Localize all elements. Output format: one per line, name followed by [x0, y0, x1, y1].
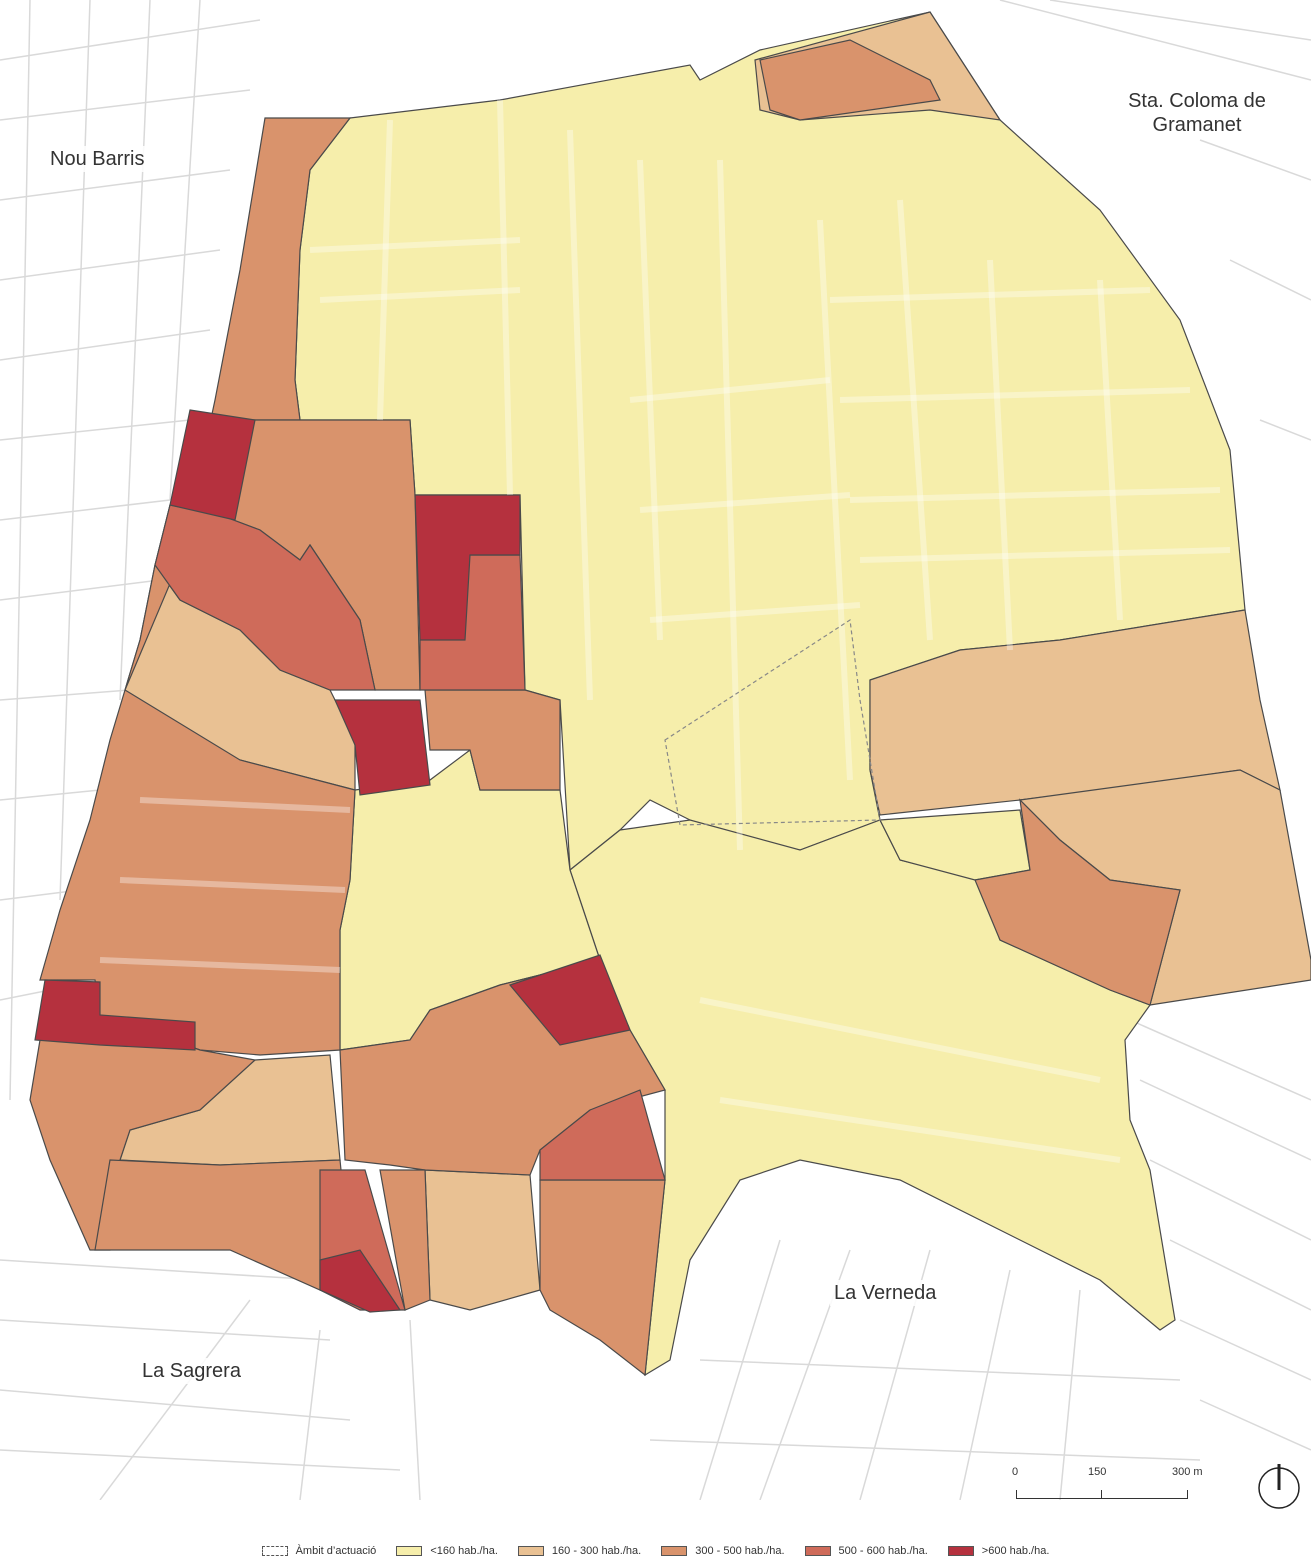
legend-item: Àmbit d’actuació: [261, 1545, 377, 1557]
legend-item: 300 - 500 hab./ha.: [661, 1545, 785, 1557]
street-network: [0, 0, 1311, 1500]
legend-label: 160 - 300 hab./ha.: [551, 1545, 642, 1557]
zone-500-west: [154, 504, 376, 691]
density-map: [0, 0, 1311, 1500]
scale-label-0: 0: [1012, 1466, 1019, 1478]
zone-300-mid: [424, 689, 561, 791]
block-outlines: [99, 99, 1231, 1163]
place-label-sta-coloma: Sta. Coloma de Gramanet: [1108, 88, 1286, 138]
legend-label: 300 - 500 hab./ha.: [695, 1545, 785, 1557]
scale-label-300: 300 m: [1172, 1466, 1203, 1478]
legend-label: >600 hab./ha.: [981, 1545, 1050, 1557]
legend-item: <160 hab./ha.: [396, 1545, 498, 1557]
zone-300-south-4: [539, 1179, 666, 1377]
legend-swatch: [804, 1546, 831, 1556]
scale-bar: 0 150 300 m: [1000, 1466, 1210, 1506]
legend: Àmbit d’actuació <160 hab./ha. 160 - 300 h…: [0, 1540, 1311, 1562]
legend-swatch: [517, 1546, 544, 1556]
zone-500-south-east: [539, 1089, 666, 1181]
zone-160-south-b: [424, 1169, 541, 1311]
legend-label: <160 hab./ha.: [430, 1545, 498, 1557]
place-label-sta-coloma-line1: Sta. Coloma de: [1128, 90, 1266, 112]
legend-swatch: [947, 1546, 974, 1556]
zone-300-south-3: [379, 1169, 431, 1311]
place-label-la-verneda: La Verneda: [830, 1280, 941, 1306]
zone-300-south-1: [94, 1159, 351, 1291]
zone-600-e: [34, 979, 196, 1051]
scale-bar-line: [1016, 1490, 1188, 1499]
legend-swatch: [661, 1546, 688, 1556]
scale-bar-mid-tick: [1101, 1490, 1102, 1498]
legend-swatch: [261, 1546, 288, 1556]
zone-600-f: [319, 1249, 402, 1313]
scale-label-150: 150: [1088, 1466, 1107, 1478]
zone-600-a: [169, 409, 256, 521]
legend-label: 500 - 600 hab./ha.: [838, 1545, 928, 1557]
place-label-la-sagrera: La Sagrera: [138, 1358, 245, 1384]
zone-600-d: [508, 954, 631, 1046]
north-arrow-icon: [1258, 1464, 1300, 1509]
place-label-sta-coloma-line2: Gramanet: [1152, 114, 1242, 136]
place-label-nou-barris: Nou Barris: [46, 146, 149, 172]
zone-600-b: [414, 494, 521, 641]
legend-item: >600 hab./ha.: [947, 1545, 1050, 1557]
zone-600-c: [334, 699, 431, 796]
action-area-outline: [664, 618, 881, 826]
density-zones: [29, 11, 1311, 1377]
legend-label: Àmbit d’actuació: [295, 1545, 377, 1557]
legend-item: 160 - 300 hab./ha.: [517, 1545, 642, 1557]
zone-300-east-low: [974, 798, 1181, 1006]
legend-item: 500 - 600 hab./ha.: [804, 1545, 928, 1557]
zone-300-top-right: [759, 39, 941, 121]
legend-swatch: [396, 1546, 423, 1556]
